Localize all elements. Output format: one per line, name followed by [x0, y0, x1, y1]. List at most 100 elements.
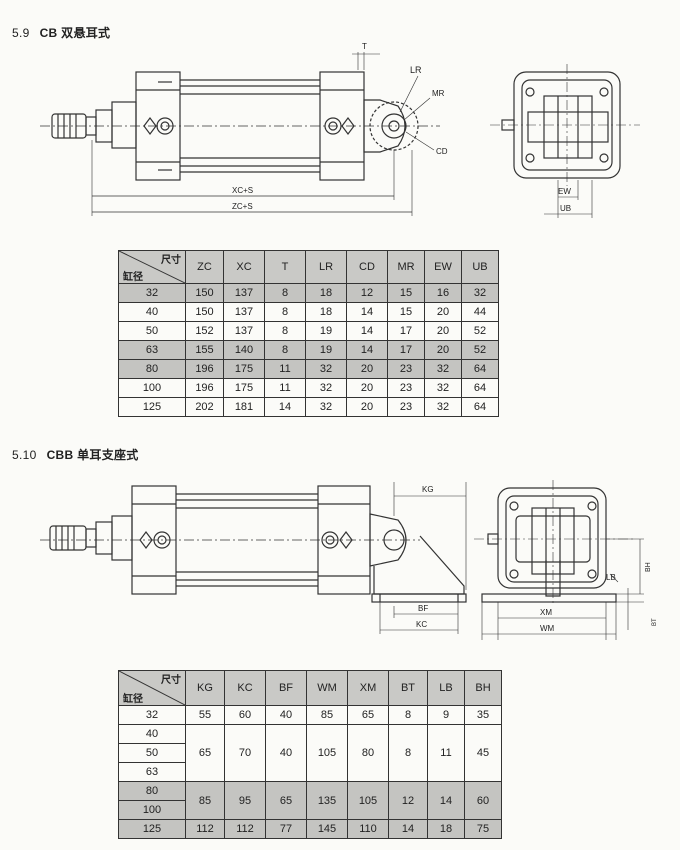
dimension-cell: 20	[424, 321, 462, 341]
dimension-cell: 60	[224, 705, 266, 725]
dimension-cell: 137	[223, 321, 265, 341]
dimension-cell: 8	[388, 724, 428, 782]
dimension-cell: 8	[264, 302, 306, 322]
column-header: BH	[464, 670, 502, 706]
dim-label-cd: CD	[436, 147, 448, 156]
dimension-cell: 152	[185, 321, 224, 341]
dim-label-mr: MR	[432, 89, 445, 98]
cb-double-clevis-drawing: T LR MR CD XC+S ZC+S EW UB	[40, 42, 640, 218]
dim-label-lb: LB	[606, 573, 616, 582]
dimension-cell: 105	[306, 724, 348, 782]
dimension-cell: 19	[305, 321, 347, 341]
dimension-cell: 110	[347, 819, 389, 839]
dimension-cell: 16	[424, 283, 462, 303]
column-header: LB	[427, 670, 465, 706]
table-row: 100	[118, 800, 502, 820]
corner-label-bore: 缸径	[123, 694, 143, 705]
dimension-cell: 77	[265, 819, 307, 839]
dimension-cell: 18	[427, 819, 465, 839]
corner-label-size: 尺寸	[161, 675, 181, 686]
dimension-cell: 40	[265, 705, 307, 725]
bore-cell: 80	[118, 781, 186, 801]
dimension-cell: 175	[223, 359, 265, 379]
dimension-cell: 20	[346, 359, 388, 379]
dimension-cell: 14	[346, 302, 388, 322]
section-title: CB 双悬耳式	[39, 26, 111, 40]
column-header: UB	[461, 250, 499, 284]
dimension-cell: 32	[305, 397, 347, 417]
dimension-cell: 20	[346, 378, 388, 398]
cbb-clevis-bracket-drawing: KG BF KC LB BH BT XM WM	[40, 480, 658, 640]
dimension-cell: 11	[264, 378, 306, 398]
dimension-cell: 20	[424, 340, 462, 360]
dimension-cell: 44	[461, 302, 499, 322]
dim-label-bt: BT	[652, 618, 658, 626]
dimension-cell: 20	[424, 302, 462, 322]
dimension-cell: 12	[346, 283, 388, 303]
dimension-cell: 14	[427, 781, 465, 820]
dimension-cell: 14	[264, 397, 306, 417]
dimension-cell: 64	[461, 378, 499, 398]
dim-label-lr: LR	[410, 65, 422, 75]
table-corner-cell: 尺寸 缸径	[118, 670, 186, 706]
dim-label-bf: BF	[418, 604, 428, 613]
dimension-cell: 150	[185, 302, 224, 322]
dimension-cell: 80	[347, 724, 389, 782]
dimension-cell: 85	[185, 781, 225, 820]
dimension-cell: 202	[185, 397, 224, 417]
dimension-cell: 14	[346, 321, 388, 341]
dim-label-wm: WM	[540, 624, 555, 633]
bore-cell: 100	[118, 800, 186, 820]
dimension-cell: 112	[185, 819, 225, 839]
table-header-row: 尺寸 缸径 ZC XC T LR CD MR EW UB	[118, 250, 499, 284]
column-header: EW	[424, 250, 462, 284]
dim-label-ew: EW	[558, 187, 571, 196]
dimension-cell: 40	[265, 724, 307, 782]
dimension-cell: 18	[305, 302, 347, 322]
dimension-cell: 32	[424, 378, 462, 398]
dimension-cell: 64	[461, 359, 499, 379]
bore-cell: 32	[118, 705, 186, 725]
dimension-cell: 181	[223, 397, 265, 417]
dimension-cell: 32	[461, 283, 499, 303]
dimension-cell: 15	[387, 302, 425, 322]
section-number: 5.10	[12, 448, 37, 462]
column-header: WM	[306, 670, 348, 706]
bore-cell: 50	[118, 743, 186, 763]
dimension-cell: 23	[387, 359, 425, 379]
dimension-cell: 18	[305, 283, 347, 303]
column-header: XC	[223, 250, 265, 284]
dimension-cell: 20	[346, 397, 388, 417]
section-heading-cb: 5.9 CB 双悬耳式	[12, 24, 110, 41]
dimension-cell: 14	[346, 340, 388, 360]
dimension-cell: 8	[388, 705, 428, 725]
corner-label-bore: 缸径	[123, 272, 143, 283]
column-header: KG	[185, 670, 225, 706]
dimension-cell: 45	[464, 724, 502, 782]
table-header-row: 尺寸 缸径 KG KC BF WM XM BT LB BH	[118, 670, 502, 706]
dimension-cell: 14	[388, 819, 428, 839]
dimension-cell: 140	[223, 340, 265, 360]
corner-label-size: 尺寸	[161, 255, 181, 266]
bore-cell: 50	[118, 321, 186, 341]
section-number: 5.9	[12, 26, 30, 40]
dimension-cell: 32	[305, 378, 347, 398]
dim-label-xm: XM	[540, 608, 552, 617]
dimension-cell: 35	[464, 705, 502, 725]
dimension-cell: 8	[264, 340, 306, 360]
dimension-cell: 55	[185, 705, 225, 725]
dimension-cell: 137	[223, 302, 265, 322]
column-header: BF	[265, 670, 307, 706]
dimension-cell: 196	[185, 359, 224, 379]
dimension-cell: 105	[347, 781, 389, 820]
dim-label-t: T	[362, 42, 367, 51]
